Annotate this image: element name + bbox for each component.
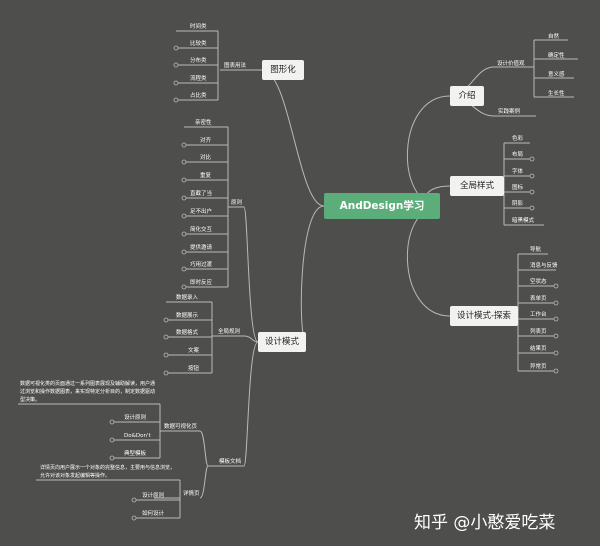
global-style-item[interactable]: 色彩 xyxy=(512,136,524,142)
global-rule-item[interactable]: 文案 xyxy=(188,348,200,354)
principles-label[interactable]: 原则 xyxy=(231,200,243,206)
principle-item[interactable]: 对比 xyxy=(200,155,212,161)
graphic-item[interactable]: 流程类 xyxy=(190,76,207,82)
global-style-item[interactable]: 阴影 xyxy=(512,201,524,207)
pattern-explore-item[interactable]: 结果页 xyxy=(530,346,547,352)
graphic-item[interactable]: 时间类 xyxy=(190,24,207,30)
pattern-explore-item[interactable]: 异常页 xyxy=(530,364,547,370)
pattern-explore-item[interactable]: 表单页 xyxy=(530,296,547,302)
global-style-item[interactable]: 图标 xyxy=(512,185,524,191)
branch-graphic[interactable]: 图形化 xyxy=(262,60,304,80)
branch-design-patterns[interactable]: 设计模式 xyxy=(258,332,306,352)
intro-value-item[interactable]: 确定性 xyxy=(548,53,565,59)
pattern-explore-item[interactable]: 列表页 xyxy=(530,329,547,335)
global-rule-item[interactable]: 数据录入 xyxy=(176,295,199,301)
principle-item[interactable]: 直截了当 xyxy=(190,191,213,197)
templates-label[interactable]: 模板文档 xyxy=(219,459,242,465)
graphic-sub-label[interactable]: 图表用法 xyxy=(224,63,247,69)
dataviz-item[interactable]: Do&Don't xyxy=(124,433,151,439)
intro-value-item[interactable]: 自然 xyxy=(548,34,560,40)
pattern-explore-item[interactable]: 导航 xyxy=(530,247,542,253)
pattern-explore-item[interactable]: 工作台 xyxy=(530,312,547,318)
detail-description: 详情页向用户展示一个对象的完整信息，主要用与信息浏览，允许对该对象发起编辑等操作… xyxy=(40,465,176,479)
global-rule-item[interactable]: 按钮 xyxy=(188,366,200,372)
branch-global-style[interactable]: 全局样式 xyxy=(450,176,504,196)
intro-value-item[interactable]: 意义感 xyxy=(548,72,565,78)
principle-item[interactable]: 即时反应 xyxy=(190,280,213,286)
detail-item[interactable]: 如何设计 xyxy=(142,511,165,517)
graphic-item[interactable]: 分布类 xyxy=(190,58,207,64)
zhihu-watermark: 知乎 @小憨爱吃菜 xyxy=(414,513,556,533)
global-rule-item[interactable]: 数据格式 xyxy=(176,330,199,336)
dataviz-item[interactable]: 典型模板 xyxy=(124,451,147,457)
dataviz-item[interactable]: 设计原则 xyxy=(124,415,147,421)
global-rules-label[interactable]: 全局规则 xyxy=(218,329,241,335)
principle-item[interactable]: 重复 xyxy=(200,173,212,179)
principle-item[interactable]: 对齐 xyxy=(200,138,212,144)
intro-values-label[interactable]: 设计价值观 xyxy=(497,61,525,67)
principle-item[interactable]: 亲密性 xyxy=(195,120,212,126)
pattern-explore-item[interactable]: 空状态 xyxy=(530,279,547,285)
graphic-item[interactable]: 比较类 xyxy=(190,41,207,47)
dataviz-description: 数据可视化类的页面通过一系列图表展现及辅助解读，用户通过浏览和操作数据图表，来实… xyxy=(20,381,156,403)
global-style-item[interactable]: 暗黑模式 xyxy=(512,218,535,224)
detail-page-label[interactable]: 详情页 xyxy=(183,491,200,497)
intro-cases-label[interactable]: 实践案例 xyxy=(498,109,521,115)
detail-item[interactable]: 设计原则 xyxy=(142,493,165,499)
graphic-item[interactable]: 占比类 xyxy=(190,93,207,99)
branch-design-patterns-explore[interactable]: 设计模式-探索 xyxy=(450,306,518,326)
global-style-item[interactable]: 字体 xyxy=(512,169,524,175)
pattern-explore-item[interactable]: 消息与反馈 xyxy=(530,263,558,269)
global-rule-item[interactable]: 数据展示 xyxy=(176,313,199,319)
branch-intro[interactable]: 介绍 xyxy=(450,86,484,106)
central-topic[interactable]: AndDesign学习 xyxy=(324,193,440,219)
principle-item[interactable]: 提供邀请 xyxy=(190,245,213,251)
intro-value-item[interactable]: 生长性 xyxy=(548,91,565,97)
principle-item[interactable]: 足不出户 xyxy=(190,209,213,215)
global-style-item[interactable]: 布局 xyxy=(512,152,524,158)
principle-item[interactable]: 巧用过渡 xyxy=(190,262,213,268)
dataviz-page-label[interactable]: 数据可视化页 xyxy=(164,424,198,430)
principle-item[interactable]: 简化交互 xyxy=(190,227,213,233)
